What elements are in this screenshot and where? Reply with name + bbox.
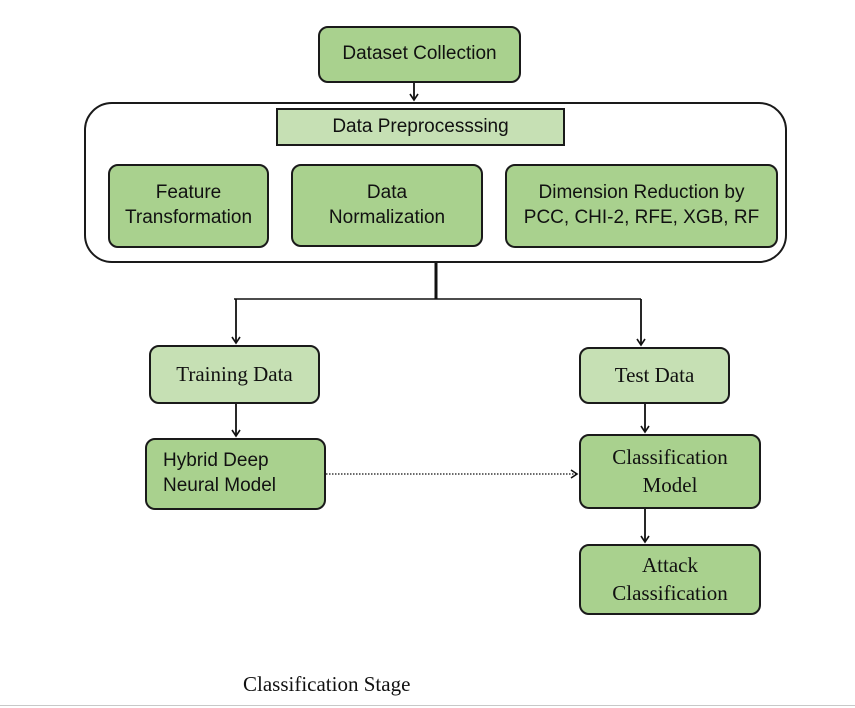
attack-classification-line-2: Classification [612, 580, 728, 605]
classification-model-line-1: Classification [612, 445, 728, 470]
dimension-reduction-node: Dimension Reduction by PCC, CHI-2, RFE, … [505, 164, 778, 248]
dimension-reduction-line-1: Dimension Reduction by [538, 182, 745, 204]
test-data-label: Test Data [614, 362, 695, 387]
feature-transformation-line-1: Feature [155, 182, 222, 204]
dimension-reduction-line-2: PCC, CHI-2, RFE, XGB, RF [523, 207, 760, 228]
test-data-node: Test Data [579, 347, 730, 404]
dataset-collection-node: Dataset Collection [318, 26, 521, 83]
feature-transformation-line-2: Transformation [124, 207, 253, 228]
classification-model-line-2: Model [642, 472, 698, 497]
figure-caption: Classification Stage [243, 672, 411, 696]
hybrid-model-node: Hybrid Deep Neural Model [145, 438, 326, 510]
training-data-label: Training Data [176, 361, 293, 386]
data-normalization-line-2: Normalization [328, 206, 446, 228]
feature-transformation-node: Feature Transformation [108, 164, 269, 248]
dataset-collection-label: Dataset Collection [342, 43, 497, 65]
classification-model-node: Classification Model [579, 434, 761, 509]
data-normalization-line-1: Data [366, 181, 408, 203]
data-preprocessing-node: Data Preprocesssing [276, 108, 565, 146]
data-normalization-node: Data Normalization [291, 164, 483, 247]
data-preprocessing-label: Data Preprocesssing [332, 116, 509, 137]
hybrid-model-line-1: Hybrid Deep [163, 450, 269, 472]
hybrid-model-line-2: Neural Model [163, 475, 276, 496]
attack-classification-line-1: Attack [642, 553, 698, 578]
attack-classification-node: Attack Classification [579, 544, 761, 615]
bottom-divider [0, 705, 855, 706]
training-data-node: Training Data [149, 345, 320, 404]
